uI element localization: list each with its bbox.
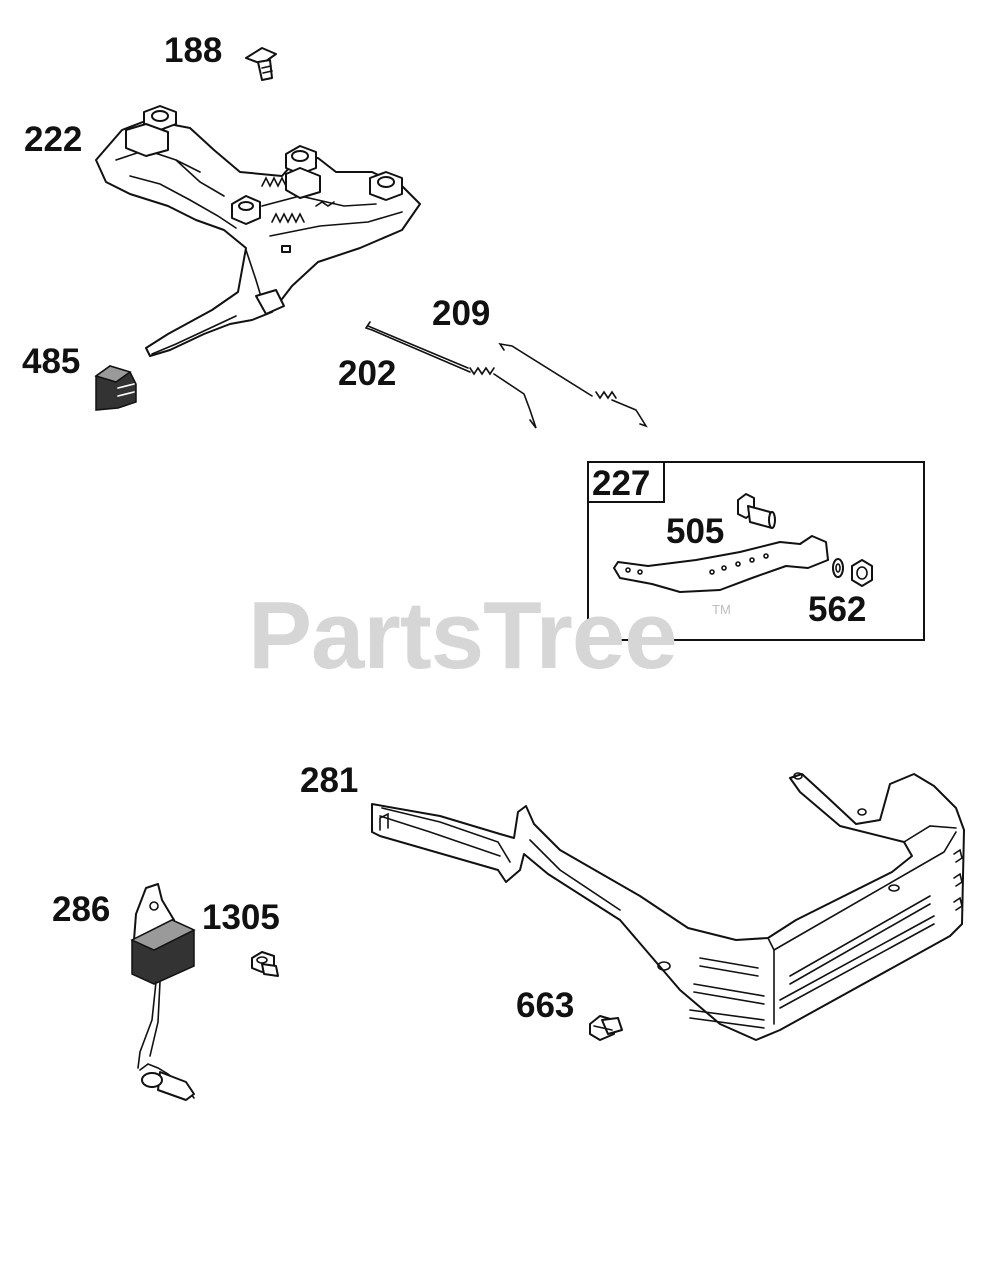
part-286-switch[interactable] xyxy=(130,883,196,1101)
part-562-nut-washer[interactable] xyxy=(832,558,873,587)
callout-188[interactable]: 188 xyxy=(164,31,223,70)
part-209-spring[interactable] xyxy=(498,342,648,428)
part-1305-bolt[interactable] xyxy=(251,951,279,977)
callout-505[interactable]: 505 xyxy=(666,512,725,551)
part-281-cover[interactable] xyxy=(371,772,965,1041)
callout-485[interactable]: 485 xyxy=(22,342,81,381)
watermark-trademark: TM xyxy=(712,602,731,617)
callout-209[interactable]: 209 xyxy=(432,294,491,333)
part-505-pin[interactable] xyxy=(737,493,776,529)
part-663-bolt[interactable] xyxy=(589,1015,623,1041)
callout-202[interactable]: 202 xyxy=(338,354,397,393)
part-188-bolt[interactable] xyxy=(245,47,277,81)
part-227-lever[interactable] xyxy=(613,535,829,593)
callout-663[interactable]: 663 xyxy=(516,986,575,1025)
watermark-text: PartsTree xyxy=(248,582,678,689)
part-485-knob[interactable] xyxy=(94,365,137,411)
callout-1305[interactable]: 1305 xyxy=(202,898,280,937)
callout-227[interactable]: 227 xyxy=(592,464,651,503)
part-202-link-spring[interactable] xyxy=(364,321,537,429)
callout-286[interactable]: 286 xyxy=(52,890,111,929)
callout-222[interactable]: 222 xyxy=(24,120,83,159)
callout-562[interactable]: 562 xyxy=(808,590,867,629)
callout-281[interactable]: 281 xyxy=(300,761,359,800)
part-222-control-bracket[interactable] xyxy=(95,105,421,357)
